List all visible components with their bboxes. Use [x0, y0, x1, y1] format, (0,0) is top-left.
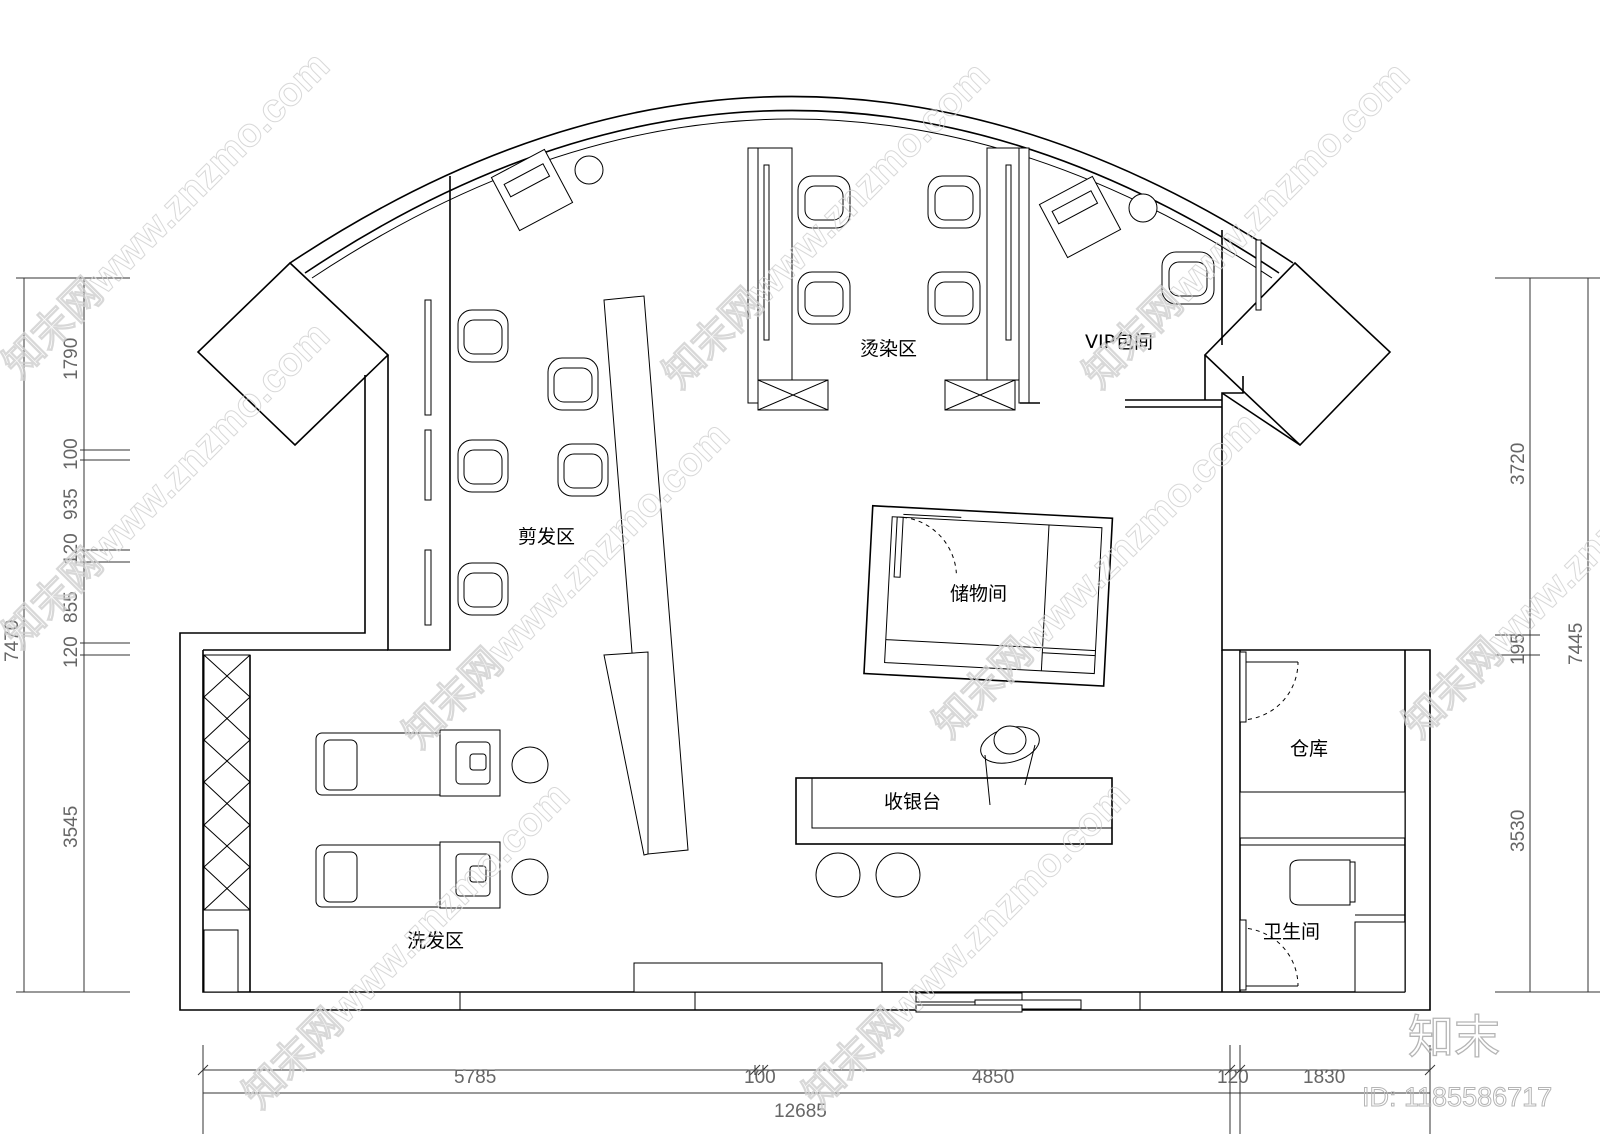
dye-chair	[927, 175, 981, 229]
brand-mark: 知末	[1408, 1010, 1500, 1064]
dim-bottom-total: 12685	[774, 1101, 827, 1122]
dim-left-4: 120	[61, 533, 82, 565]
storage-room	[863, 504, 1114, 687]
cashier-desk	[795, 725, 1113, 898]
label-warehouse: 仓库	[1290, 738, 1328, 760]
watermark-text: 知末网www.znzmo.com	[235, 774, 578, 1117]
dim-bottom-4: 120	[1217, 1067, 1249, 1088]
dim-left-3: 935	[61, 488, 82, 520]
dye-chair	[927, 271, 981, 325]
armchair	[490, 148, 574, 232]
dim-left-2: 100	[61, 438, 82, 470]
partitions	[424, 147, 1262, 856]
chairs	[457, 148, 1215, 616]
cut-chair	[457, 309, 509, 363]
watermark-text: 知末网www.znzmo.com	[795, 774, 1138, 1117]
dim-left-6: 120	[61, 636, 82, 668]
dim-bottom-5: 1830	[1303, 1067, 1345, 1088]
dim-right-1: 3720	[1508, 443, 1529, 485]
dim-bottom-3: 4850	[972, 1067, 1014, 1088]
label-haircut: 剪发区	[518, 526, 575, 548]
label-toilet: 卫生间	[1263, 921, 1320, 943]
vip-chair	[1161, 251, 1215, 305]
watermark-text: 知末网www.znzmo.com	[925, 404, 1268, 747]
dim-left-1: 1790	[61, 338, 82, 380]
dim-left-5: 855	[61, 591, 82, 623]
dim-right-3: 3530	[1508, 810, 1529, 852]
curved-facade	[289, 95, 1294, 279]
label-wash: 洗发区	[407, 930, 464, 952]
dye-chair	[797, 271, 851, 325]
watermark-text: 知末网www.znzmo.com	[1075, 54, 1418, 397]
dim-bottom-2: 100	[744, 1067, 776, 1088]
image-id: ID: 1185586717	[1362, 1082, 1552, 1112]
label-vip: VIP包间	[1085, 331, 1153, 353]
dim-right-total: 7445	[1566, 623, 1587, 665]
cut-chair	[547, 357, 599, 411]
armchair	[1038, 175, 1122, 259]
cut-chair	[557, 443, 609, 497]
service-rooms	[1239, 651, 1406, 993]
cut-chair	[457, 562, 509, 616]
dim-right-2: 195	[1508, 633, 1529, 665]
watermark-text: 知末网www.znzmo.com	[0, 314, 338, 657]
dim-left-7: 3545	[61, 806, 82, 848]
exterior-walls	[179, 176, 1431, 1013]
dim-left-total: 7470	[2, 620, 23, 662]
label-storage: 储物间	[950, 583, 1007, 605]
dimension-lines	[16, 277, 1600, 1134]
label-cashier: 收银台	[884, 791, 941, 813]
dim-bottom-1: 5785	[454, 1067, 496, 1088]
cut-chair	[457, 439, 509, 493]
watermark-text: 知末网www.znzmo.com	[1395, 404, 1600, 747]
wash-area	[203, 654, 549, 993]
dye-chair	[797, 175, 851, 229]
label-perm-dye: 烫染区	[860, 338, 917, 360]
